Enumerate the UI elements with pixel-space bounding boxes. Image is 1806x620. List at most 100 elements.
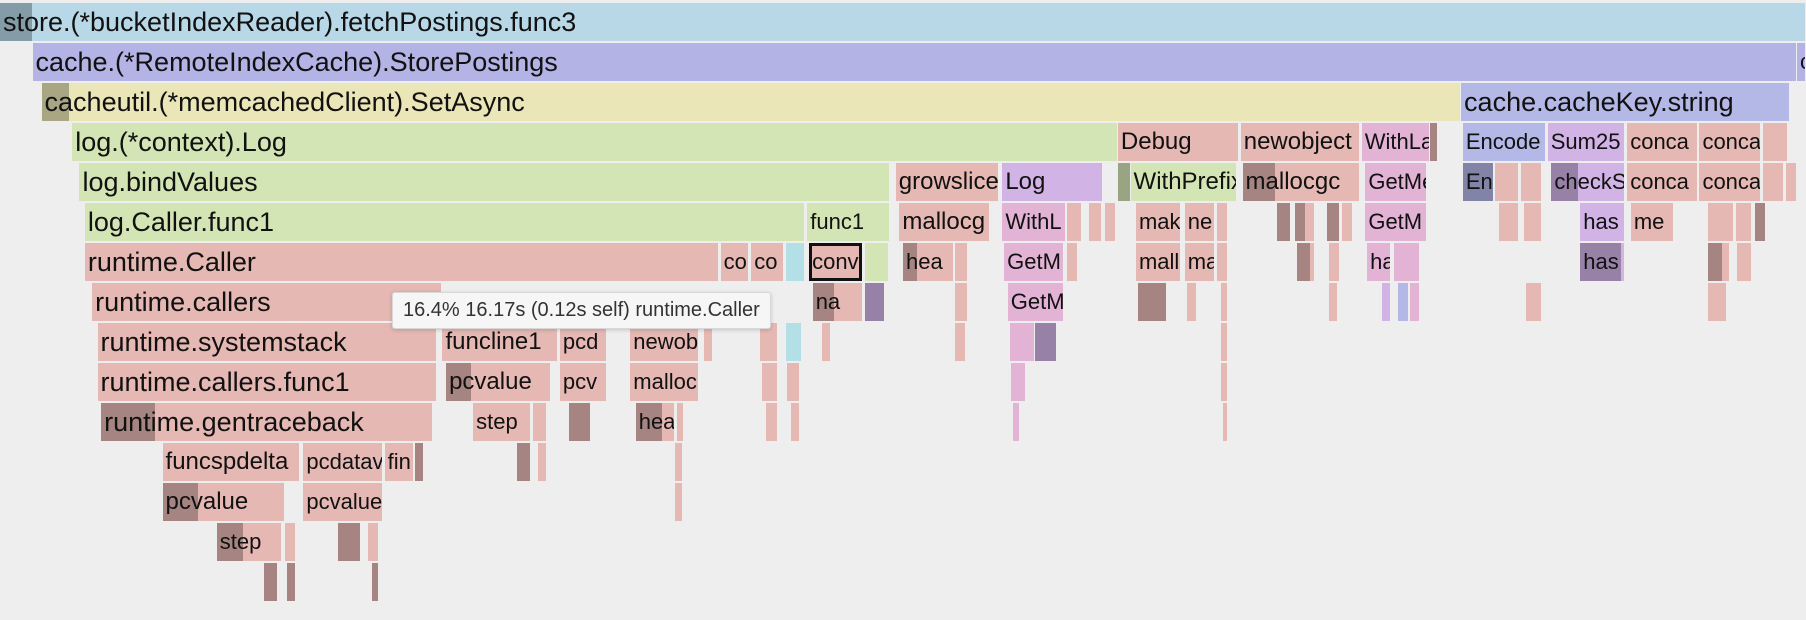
flame-frame[interactable] (1520, 163, 1543, 201)
flame-frame-conv[interactable]: conv (809, 243, 864, 281)
flame-frame-withl[interactable]: WithL (1002, 203, 1066, 241)
flame-frame[interactable] (1708, 243, 1731, 281)
flame-frame[interactable] (1220, 363, 1229, 401)
flame-frame-conca[interactable]: conca (1627, 163, 1698, 201)
flame-frame[interactable] (1011, 363, 1026, 401)
flame-frame-sum25[interactable]: Sum25 (1547, 123, 1626, 161)
flame-frame-conca[interactable]: conca (1699, 163, 1761, 201)
flame-frame-log-bindvalues[interactable]: log.bindValues (79, 163, 891, 201)
flame-frame-log-context-log[interactable]: log.(*context).Log (72, 123, 1118, 161)
flame-frame-pcdatav[interactable]: pcdatav (303, 443, 383, 481)
flame-frame[interactable] (762, 363, 779, 401)
flame-frame-cacheutil-memcachedclient-setasync[interactable]: cacheutil.(*memcachedClient).SetAsync (41, 83, 1462, 121)
flame-frame[interactable] (675, 483, 683, 521)
flame-frame[interactable] (1217, 243, 1229, 281)
flame-frame-en[interactable]: En (1462, 163, 1494, 201)
flame-frame[interactable] (568, 403, 591, 441)
flame-frame-hea[interactable]: hea (903, 243, 954, 281)
flame-frame-step[interactable]: step (216, 523, 282, 561)
flame-frame[interactable] (1329, 283, 1339, 321)
flame-frame[interactable] (1786, 163, 1797, 201)
flame-frame-me[interactable]: me (1630, 203, 1675, 241)
flame-frame[interactable] (1327, 203, 1341, 241)
flame-frame[interactable] (1498, 203, 1519, 241)
flame-frame[interactable] (955, 283, 968, 321)
flame-frame[interactable] (1217, 203, 1229, 241)
flame-frame[interactable] (787, 363, 801, 401)
flame-frame[interactable] (1067, 203, 1082, 241)
flame-frame-co[interactable]: co (720, 243, 750, 281)
flame-frame-step[interactable]: step (473, 403, 531, 441)
flame-frame-has[interactable]: has (1580, 203, 1626, 241)
flame-frame-debug[interactable]: Debug (1117, 123, 1239, 161)
flame-frame[interactable] (1735, 203, 1752, 241)
flame-frame-checks[interactable]: checkS (1551, 163, 1626, 201)
flame-frame[interactable] (1762, 163, 1785, 201)
flame-frame-mall[interactable]: mall (1135, 243, 1182, 281)
flame-frame[interactable] (1009, 323, 1035, 361)
flame-frame[interactable] (1296, 243, 1315, 281)
flame-frame-getm[interactable]: GetM (1004, 243, 1064, 281)
flame-frame[interactable] (785, 243, 806, 281)
flame-frame[interactable] (765, 403, 779, 441)
flame-frame[interactable] (1381, 283, 1391, 321)
flame-frame[interactable] (532, 403, 548, 441)
flame-frame-cache-cachekey-string[interactable]: cache.cacheKey.string (1461, 83, 1790, 121)
flame-frame[interactable] (1186, 283, 1198, 321)
flame-frame-newobject[interactable]: newobject (1240, 123, 1360, 161)
flame-frame[interactable] (1089, 203, 1102, 241)
flame-frame[interactable] (791, 403, 801, 441)
flame-frame[interactable] (1524, 203, 1543, 241)
flame-frame[interactable] (704, 323, 714, 361)
flame-frame-mallocgc[interactable]: mallocgc (1242, 163, 1360, 201)
flame-frame[interactable] (1394, 243, 1420, 281)
flame-frame[interactable] (287, 563, 297, 601)
flame-frame-pcvalue[interactable]: pcvalue (446, 363, 551, 401)
flame-frame[interactable] (1410, 283, 1420, 321)
flame-frame-mak[interactable]: mak (1135, 203, 1182, 241)
flame-frame[interactable] (415, 443, 425, 481)
flame-frame-conca[interactable]: conca (1699, 123, 1761, 161)
flame-frame-store-bucketindexreader-fetchpostings-func3[interactable]: store.(*bucketIndexReader).fetchPostings… (0, 3, 1806, 41)
flame-frame-ha[interactable]: ha (1367, 243, 1391, 281)
flame-frame-withprefix[interactable]: WithPrefix (1130, 163, 1238, 201)
flame-frame[interactable] (1762, 123, 1788, 161)
flame-frame[interactable] (675, 443, 683, 481)
flame-frame-hea[interactable]: hea (635, 403, 676, 441)
flame-frame[interactable] (337, 523, 362, 561)
flame-frame[interactable] (1430, 123, 1438, 161)
flame-frame[interactable] (1397, 283, 1409, 321)
flame-frame-pcd[interactable]: pcd (559, 323, 607, 361)
flame-frame[interactable] (821, 323, 831, 361)
flame-frame-runtime-caller[interactable]: runtime.Caller (84, 243, 719, 281)
flame-frame[interactable] (955, 323, 967, 361)
flame-frame[interactable] (1067, 243, 1079, 281)
flame-frame-runtime-gentraceback[interactable]: runtime.gentraceback (101, 403, 434, 441)
flame-frame-withla[interactable]: WithLa (1361, 123, 1431, 161)
flame-frame[interactable] (1755, 203, 1767, 241)
flame-frame-encode[interactable]: Encode (1462, 123, 1546, 161)
flame-frame-na[interactable]: na (812, 283, 864, 321)
flame-frame-c[interactable]: c (1796, 43, 1806, 81)
flame-frame-getm[interactable]: GetM (1365, 203, 1427, 241)
flame-frame[interactable] (1341, 203, 1353, 241)
flame-frame[interactable] (1117, 163, 1131, 201)
flame-frame[interactable] (677, 403, 685, 441)
flame-frame-pcv[interactable]: pcv (559, 363, 607, 401)
flame-frame[interactable] (285, 523, 297, 561)
flame-frame-ne[interactable]: ne (1184, 203, 1216, 241)
flame-frame[interactable] (865, 243, 889, 281)
flame-frame-mallocg[interactable]: mallocg (899, 203, 990, 241)
flame-frame[interactable] (760, 323, 779, 361)
flame-frame[interactable] (1708, 283, 1727, 321)
flame-frame-ma[interactable]: ma (1184, 243, 1216, 281)
flame-frame-getm[interactable]: GetM (1007, 283, 1064, 321)
flame-frame[interactable] (1034, 323, 1057, 361)
flame-frame-cache-remoteindexcache-storepostings[interactable]: cache.(*RemoteIndexCache).StorePostings (32, 43, 1797, 81)
flame-frame[interactable] (1294, 203, 1315, 241)
flame-frame[interactable] (955, 243, 968, 281)
flame-frame[interactable] (1329, 243, 1341, 281)
flame-frame-func1[interactable]: func1 (807, 203, 891, 241)
flame-frame[interactable] (1495, 163, 1519, 201)
flame-frame-newob[interactable]: newob (630, 323, 699, 361)
